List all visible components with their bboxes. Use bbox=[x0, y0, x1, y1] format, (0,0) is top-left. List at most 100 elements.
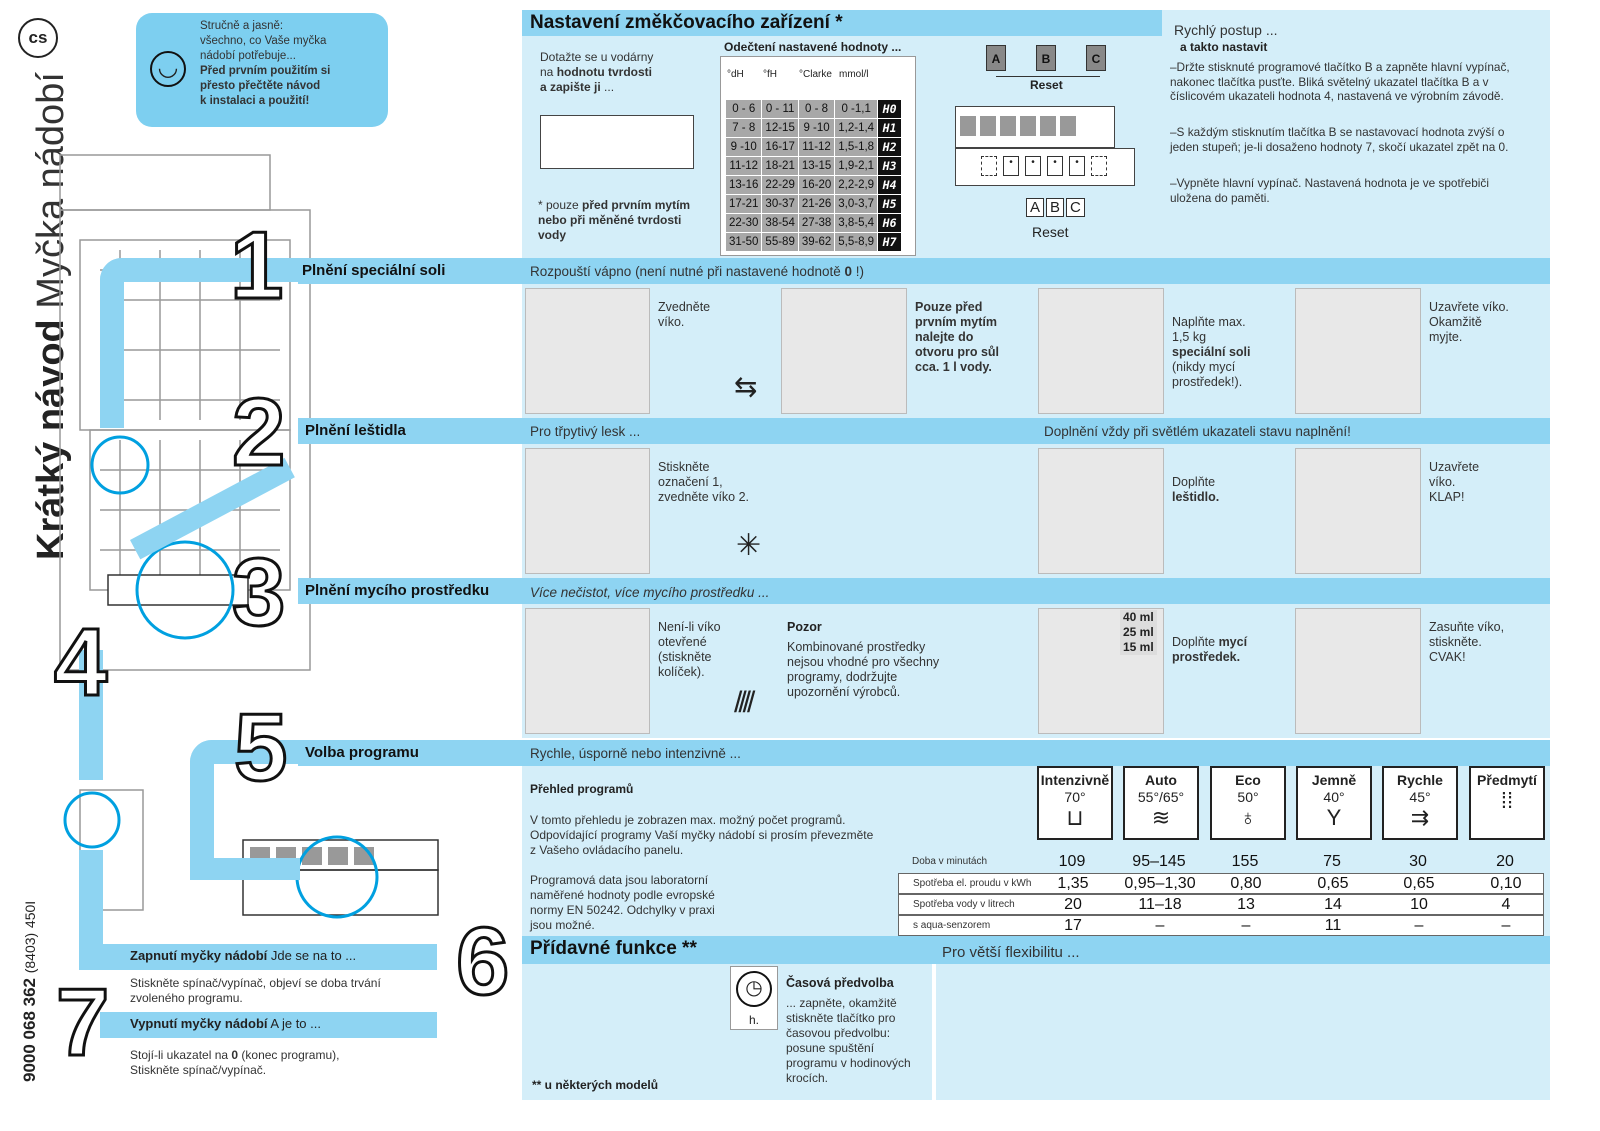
rinse-text-2: Doplňte leštidlo. bbox=[1172, 475, 1220, 504]
hardness-code: H3 bbox=[877, 156, 903, 176]
salt-title: Plnění speciální soli bbox=[302, 262, 446, 279]
hardness-cell: 16-17 bbox=[761, 137, 799, 157]
connector-1-horizontal bbox=[100, 258, 298, 282]
hardness-cell: 13-16 bbox=[724, 175, 763, 195]
hardness-cell: 21-26 bbox=[797, 194, 836, 214]
sparkle-icon: ✳ bbox=[736, 529, 762, 562]
hardness-cell: 22-30 bbox=[724, 213, 763, 233]
program-name: Rychle bbox=[1397, 772, 1443, 788]
hardness-cell: 55-89 bbox=[761, 232, 799, 252]
program-icon: Y bbox=[1326, 805, 1342, 830]
program-table-value: 11 bbox=[1324, 917, 1342, 934]
connector-1-vertical bbox=[100, 258, 124, 428]
hardness-table-title: Odečtení nastavené hodnoty ... bbox=[724, 40, 902, 54]
hardness-table-headers: °dH °fH °Clarke mmol/l bbox=[727, 69, 869, 80]
hardness-cell: 27-38 bbox=[797, 213, 836, 233]
program-overview-title: Přehled programů bbox=[530, 782, 634, 796]
program-temp: 55°/65° bbox=[1137, 789, 1185, 805]
hardness-cell: 5,5-8,9 bbox=[834, 232, 879, 252]
document-number: 9000 068 362 (8403) 450I bbox=[20, 832, 40, 1082]
abc-labels-bottom: A B C bbox=[1026, 198, 1085, 217]
program-temp: 40° bbox=[1323, 789, 1345, 805]
doc-number-suffix: 450I bbox=[22, 900, 38, 929]
hardness-cell: 13-15 bbox=[797, 156, 836, 176]
hardness-cell: 30-37 bbox=[761, 194, 799, 214]
program-subtitle: Rychle, úsporně nebo intenzivně ... bbox=[530, 746, 741, 761]
extra-title-bar bbox=[522, 936, 1550, 964]
rinse-subtitle: Pro třpytivý lesk ... bbox=[530, 424, 641, 439]
timer-button[interactable]: ◷ h. bbox=[730, 966, 778, 1030]
hardness-code: H1 bbox=[877, 118, 903, 138]
program-table-value: 17 bbox=[1064, 917, 1082, 934]
detergent-text-1: Není-li víko otevřené (stiskněte kolíček… bbox=[658, 620, 721, 679]
hardness-code: H6 bbox=[877, 213, 903, 233]
hardness-cell: 3,0-3,7 bbox=[834, 194, 879, 214]
program-table-value: 0,95–1,30 bbox=[1124, 875, 1196, 892]
hardness-cell: 17-21 bbox=[724, 194, 763, 214]
program-table-value: 20 bbox=[1496, 853, 1514, 870]
rinse-photo-3 bbox=[1295, 448, 1421, 574]
program-overview-text: V tomto přehledu je zobrazen max. možný … bbox=[530, 813, 874, 857]
step-number-3: 3 bbox=[230, 539, 286, 646]
program-icon: ⇉ bbox=[1410, 805, 1430, 830]
program-table-value: 1,35 bbox=[1057, 875, 1089, 892]
detergent-text-3: Zasuňte víko, stiskněte. CVAK! bbox=[1429, 620, 1505, 664]
smiley-icon: ◡ bbox=[150, 51, 186, 87]
connector-5-vertical bbox=[190, 740, 214, 880]
program-table-value: 13 bbox=[1237, 896, 1255, 913]
program-table-value: 14 bbox=[1324, 896, 1342, 913]
hardness-cell: 0 - 11 bbox=[761, 99, 799, 119]
program-table-value: – bbox=[1414, 917, 1424, 934]
step-number-6: 6 bbox=[454, 908, 510, 1015]
timer-title: Časová předvolba bbox=[786, 976, 894, 990]
program-icon: ⁞⁞ bbox=[1500, 788, 1514, 813]
detergent-photo-1 bbox=[525, 608, 650, 734]
program-name: Eco bbox=[1235, 772, 1261, 788]
hardness-cell: 9 -10 bbox=[724, 137, 763, 157]
control-panel-illustration: •••• bbox=[955, 106, 1135, 186]
program-temp: 45° bbox=[1409, 789, 1431, 805]
hardness-write-box[interactable] bbox=[540, 115, 694, 169]
rinse-photo-2 bbox=[1038, 448, 1164, 574]
extra-title: Přídavné funkce ** bbox=[530, 938, 697, 959]
button-c[interactable]: C bbox=[1086, 45, 1106, 71]
button-a[interactable]: A bbox=[986, 45, 1006, 71]
program-table-value: 10 bbox=[1410, 896, 1428, 913]
program-table-value: 11–18 bbox=[1138, 896, 1182, 913]
hardness-cell: 18-21 bbox=[761, 156, 799, 176]
softener-note: * pouze před prvním mytím nebo při měněn… bbox=[538, 198, 691, 242]
salt-photo-2 bbox=[781, 288, 907, 414]
extra-section-left bbox=[522, 964, 932, 1100]
program-table-value: 30 bbox=[1409, 853, 1427, 870]
power-off-text: Stojí-li ukazatel na 0 (konec programu),… bbox=[130, 1048, 340, 1077]
doc-number-main: 9000 068 362 bbox=[20, 978, 39, 1082]
program-table-value: 0,65 bbox=[1403, 875, 1435, 892]
salt-photo-1 bbox=[525, 288, 650, 414]
warning-text: Kombinované prostředky nejsou vhodné pro… bbox=[787, 640, 940, 699]
button-b[interactable]: B bbox=[1036, 45, 1056, 71]
hardness-cell: 1,2-1,4 bbox=[834, 118, 879, 138]
program-card-5[interactable]: Předmytí⁞⁞ bbox=[1469, 766, 1545, 840]
program-table-value: 109 bbox=[1058, 853, 1086, 870]
hardness-code: H7 bbox=[877, 232, 903, 252]
hardness-code: H2 bbox=[877, 137, 903, 157]
program-table-value: – bbox=[1241, 917, 1251, 934]
power-off-bar bbox=[100, 1012, 437, 1038]
hardness-cell: 0 -1,1 bbox=[834, 99, 879, 119]
rinse-title-bar bbox=[298, 418, 1550, 444]
program-table-value: 4 bbox=[1501, 896, 1511, 913]
detergent-title: Plnění mycího prostředku bbox=[305, 582, 490, 599]
timer-label: h. bbox=[748, 1013, 759, 1027]
